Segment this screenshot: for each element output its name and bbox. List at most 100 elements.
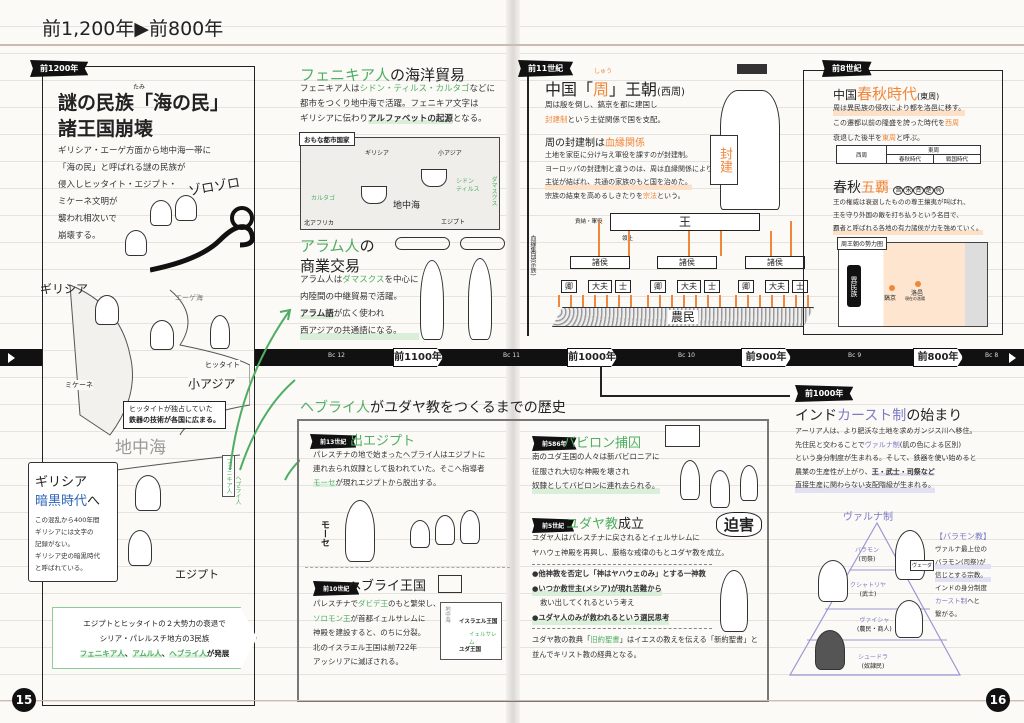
speech-bubble (395, 237, 450, 250)
zhou-title: 中国「周」王朝(西周) (545, 80, 685, 99)
wave-swirl-icon (150, 206, 255, 273)
peasants-block: 農民 (552, 307, 814, 327)
aram-title: アラム人の商業交易 (300, 237, 375, 275)
ship-icon (421, 169, 447, 187)
chunqiu-panel (803, 70, 1003, 335)
arrow (683, 295, 685, 307)
map-label-mycenae: ミケーネ (65, 380, 93, 390)
india-title: インドカースト制の始まり (795, 408, 963, 424)
section-title: 謎の民族「海の民」 (58, 92, 230, 114)
era-flag: 前586年 (532, 436, 577, 451)
king-box: 王 (610, 213, 760, 231)
shudra-figure (815, 630, 845, 670)
arrow (594, 295, 596, 307)
phoenicia-title: フェニキア人の海洋貿易 (300, 66, 466, 84)
map-label-hittite: ヒッタイト (205, 360, 240, 370)
era-flag: 前10世紀 (313, 581, 360, 596)
migration-arrows (229, 308, 300, 481)
judaism-text: ユダヤ人はパレスチナに戻されるとイェルサレムにヤハウェ神殿を再興し、厳格な戒律の… (532, 533, 758, 659)
lord-box: 諸侯 (745, 256, 805, 269)
veda-book: ヴェーダ (910, 560, 935, 571)
arrow (618, 295, 620, 307)
rank-box: 大夫 (677, 280, 701, 293)
era-flag: 前8世紀 (822, 60, 872, 77)
warrior-figure (135, 475, 161, 511)
era-flag: 前5世紀 (532, 518, 575, 533)
merchant-figure (420, 260, 444, 340)
arrow (795, 295, 797, 307)
page-number-left: 15 (12, 688, 36, 712)
map-label-mediterranean: 地中海 (115, 438, 166, 458)
babylon-text: 南のユダ王国の人々は新バビロニアに征服され大切な神殿を壊され奴隷としてバビロンに… (532, 450, 660, 494)
arrow (558, 295, 560, 307)
arrow (606, 295, 608, 307)
temple-icon (438, 575, 462, 593)
arrow (582, 295, 584, 307)
hebrew-title: ヘブライ人がユダヤ教をつくるまでの歴史 (300, 400, 566, 416)
map-label-egypt: エジプト (175, 568, 219, 581)
vaishya-figure (895, 600, 923, 638)
arrow (570, 295, 572, 307)
exodus-text: パレスチナの地で始まったヘブライ人はエジプトに連れ去られ奴隷として扱われていた。… (313, 450, 486, 487)
varna-title: ヴァルナ制 (843, 512, 893, 523)
rank-box: 士 (615, 280, 631, 293)
warrior-figure (125, 230, 147, 256)
tribute-label: 貢納・軍役 (575, 219, 603, 225)
city-states-map: おもな都市国家 ギリシア 小アジア カルタゴ 地中海 シドンティルス ダマスクス… (299, 132, 500, 230)
zhou-territory-map: 周王朝の勢力圏 異民族 鎬京 洛邑 現在の洛陽 (837, 237, 988, 327)
warrior-figure (150, 200, 172, 226)
varna-tier: バラモン(司祭) (855, 547, 880, 563)
summary-arrow-box: エジプトとヒッタイトの２大勢力の衰退でシリア・パレルスチ地方の3民族 フェニキア… (52, 607, 257, 669)
era-range-title: 前1,200年▶前800年 (42, 18, 224, 40)
rank-box: 士 (792, 280, 808, 293)
rank-box: 卿 (650, 280, 666, 293)
fief-label: 領土 (622, 234, 633, 242)
year-tag: 前1100年 (393, 348, 443, 367)
kin-group-bracket: 血縁集団(宗族) (529, 235, 536, 276)
varna-tier: クシャトリヤ(武士) (850, 582, 887, 598)
sea-warrior-figure (150, 320, 174, 350)
feudal-sign: 封建 (710, 135, 738, 185)
arrow (659, 295, 661, 307)
century-label: Bc 12 (328, 352, 345, 359)
captive-figure (710, 470, 730, 508)
arrow (695, 295, 697, 307)
header-rule (0, 44, 1024, 46)
subsection-title: 出エジプト (350, 434, 416, 449)
arrow (598, 221, 600, 256)
arrow (771, 295, 773, 307)
speech-bubble (460, 237, 505, 250)
moses-label: モーセ (319, 520, 329, 547)
map-label-aegean: エーゲ海 (175, 294, 203, 302)
century-label: Bc 8 (985, 352, 999, 359)
arrow (770, 231, 772, 256)
people-figure (410, 520, 430, 548)
phoenician-tag: フェニキア人 (222, 455, 235, 497)
sea-peoples-text: ギリシア・エーゲ方面から地中海一帯に「海の民」と呼ばれる謎の民族が侵入しヒッタイ… (58, 146, 212, 241)
rank-box: 士 (704, 280, 720, 293)
arrow (747, 295, 749, 307)
timeline-arrow-icon (1009, 353, 1016, 363)
dark-age-scroll: ギリシア 暗黒時代へ この混乱から400年間ギリシアには文字の記録がない。ギリシ… (28, 462, 118, 582)
divider (305, 567, 510, 568)
arrow (707, 295, 709, 307)
brahmin-figure (895, 530, 925, 580)
arrow (720, 231, 722, 256)
subsection-title: バビロン捕囚 (563, 436, 642, 451)
era-flag: 前13世紀 (310, 434, 357, 449)
arrow (719, 295, 721, 307)
crown-icon (737, 64, 767, 74)
arrow (790, 221, 792, 256)
timeline-bar (254, 349, 1024, 366)
century-label: Bc 9 (848, 352, 862, 359)
rank-box: 卿 (561, 280, 577, 293)
phoenicia-text: フェニキア人はシドン・ティルス・カルタゴなどに 都市をつくり地中海で活躍。フェニ… (300, 84, 496, 124)
zhou-text: 周は殷を倒し、鎬京を都に建国し封建制という主従関係で国を支配。 (545, 100, 665, 124)
ruby: たみ (133, 84, 146, 91)
people-figure (435, 515, 455, 545)
hegemons-text: 王の権威は衰退したものの尊王攘夷が叫ばれ、王を守り外国の敵を打ち払うという名目で… (833, 196, 983, 235)
india-text: アーリア人は、より肥沃な土地を求めガンジス川へ移住。 先住民と交わることでヴァル… (795, 425, 976, 493)
kshatriya-figure (818, 560, 848, 602)
arrow (630, 295, 632, 307)
arrow (688, 231, 690, 256)
